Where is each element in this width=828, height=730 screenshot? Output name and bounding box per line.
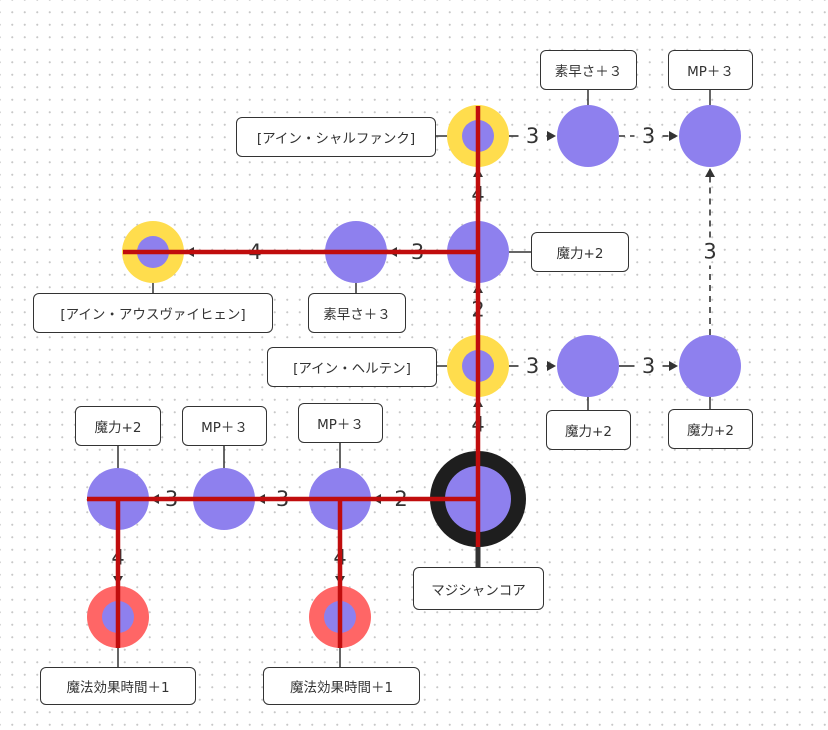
arrowhead-icon: [669, 131, 678, 141]
arrowhead-icon: [705, 168, 715, 177]
label-bottom1[interactable]: MP＋３: [298, 403, 383, 443]
label-top-right2[interactable]: MP＋３: [668, 50, 753, 90]
label-mid-right2[interactable]: 魔力+2: [668, 409, 753, 449]
edge-cost: 3: [703, 240, 716, 264]
label-mid-right1[interactable]: 魔力+2: [546, 410, 631, 450]
node-circle: [679, 105, 741, 167]
edge-helten-mid_right1: 3: [509, 354, 556, 378]
edge-top_right1-top_right2: 3: [619, 124, 678, 148]
node-circle: [557, 335, 619, 397]
edge-mid_right1-mid_right2: 3: [619, 354, 678, 378]
edge-cost: 3: [642, 354, 655, 378]
label-center-mid[interactable]: 魔力+2: [531, 232, 629, 272]
label-bottom2[interactable]: MP＋３: [182, 406, 267, 446]
selected-path-layer: [87, 106, 481, 648]
label-notable2[interactable]: 魔法効果時間＋1: [263, 667, 420, 705]
label-left-mid1[interactable]: 素早さ＋３: [308, 293, 406, 333]
node-circle: [679, 335, 741, 397]
label-core[interactable]: マジシャンコア: [413, 567, 544, 610]
edge-mid_right2-top_right2: 3: [703, 168, 717, 335]
edge-cost: 3: [526, 124, 539, 148]
label-helten[interactable]: [アイン・ヘルテン]: [267, 347, 437, 387]
label-top-right1[interactable]: 素早さ＋３: [540, 50, 637, 90]
node-mid_right1[interactable]: [557, 335, 619, 397]
edge-cost: 3: [642, 124, 655, 148]
label-auswahl[interactable]: [アイン・アウスヴァイヒェン]: [33, 293, 273, 333]
arrowhead-icon: [547, 131, 556, 141]
node-mid_right2[interactable]: [679, 335, 741, 397]
label-bottom3[interactable]: 魔力+2: [75, 406, 161, 446]
arrowhead-icon: [669, 361, 678, 371]
label-notable1[interactable]: 魔法効果時間＋1: [40, 667, 196, 705]
edge-cost: 3: [526, 354, 539, 378]
label-schalfank[interactable]: [アイン・シャルファンク]: [236, 117, 436, 157]
edge-schalfank-top_right1: 3: [509, 124, 556, 148]
node-circle: [557, 105, 619, 167]
arrowhead-icon: [547, 361, 556, 371]
node-top_right1[interactable]: [557, 105, 619, 167]
node-top_right2[interactable]: [679, 105, 741, 167]
